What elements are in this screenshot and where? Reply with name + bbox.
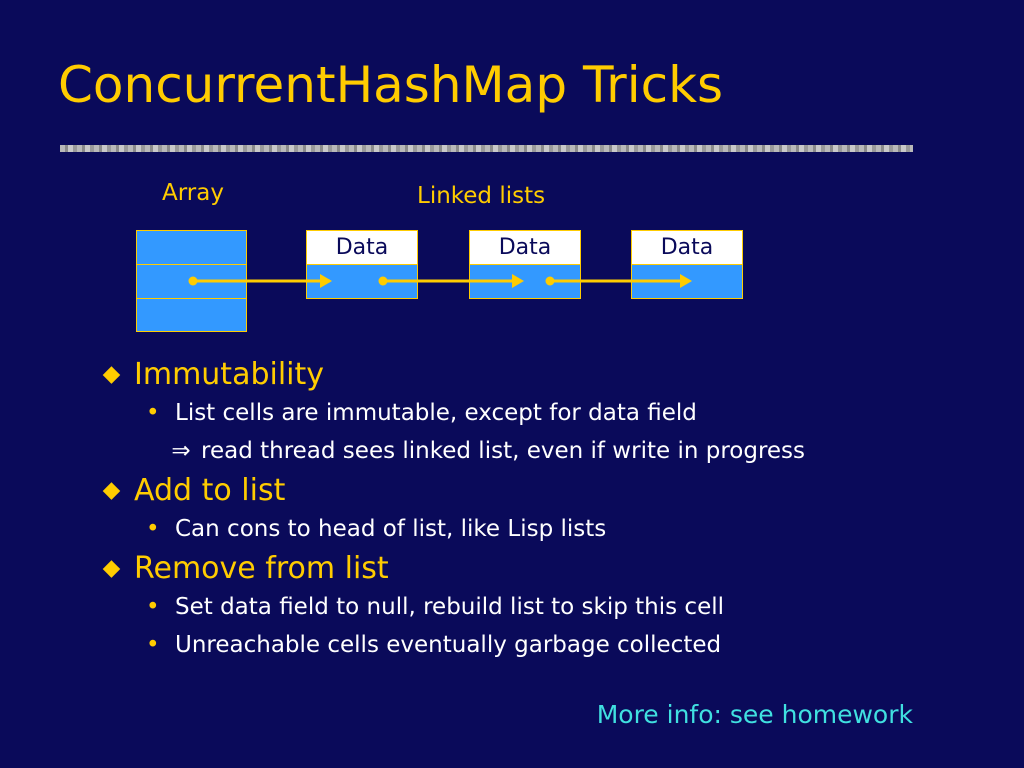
sub-bullet-text: Set data field to null, rebuild list to … — [175, 594, 725, 620]
sub-bullet-text: Unreachable cells eventually garbage col… — [175, 632, 722, 658]
sub-bullet: • List cells are immutable, except for d… — [98, 394, 958, 432]
sub-bullet-text: Can cons to head of list, like Lisp list… — [175, 516, 607, 542]
sub-bullet: • Set data field to null, rebuild list t… — [98, 588, 958, 626]
pointer-dot — [188, 276, 198, 286]
slide-title: ConcurrentHashMap Tricks — [58, 56, 724, 114]
diamond-icon: ◆ — [102, 361, 121, 387]
bullet-immutability: ◆ Immutability — [98, 354, 958, 394]
sub-bullet-text: List cells are immutable, except for dat… — [175, 400, 697, 426]
sub-bullet-text: read thread sees linked list, even if wr… — [201, 438, 806, 464]
sub-bullet: • Unreachable cells eventually garbage c… — [98, 626, 958, 664]
linked-lists-label: Linked lists — [417, 183, 546, 209]
implies-arrow-icon: ⇒ — [171, 438, 191, 464]
bullet-text: Remove from list — [134, 550, 389, 586]
bullet-remove-from-list: ◆ Remove from list — [98, 548, 958, 588]
bullet-add-to-list: ◆ Add to list — [98, 470, 958, 510]
bullet-text: Immutability — [134, 356, 325, 392]
bullet-dot-icon: • — [146, 632, 160, 658]
bullet-text: Add to list — [134, 472, 286, 508]
arrow-head — [512, 274, 524, 288]
bullet-dot-icon: • — [146, 594, 160, 620]
array-cell — [136, 298, 247, 332]
pointer-dot — [378, 276, 388, 286]
sub-bullet: • Can cons to head of list, like Lisp li… — [98, 510, 958, 548]
arrow-head — [680, 274, 692, 288]
implication-line: ⇒ read thread sees linked list, even if … — [98, 432, 958, 470]
bullet-dot-icon: • — [146, 400, 160, 426]
array-cell — [136, 230, 247, 265]
bullet-dot-icon: • — [146, 516, 160, 542]
bullet-list: ◆ Immutability • List cells are immutabl… — [98, 354, 958, 664]
diamond-icon: ◆ — [102, 477, 121, 503]
arrow-head — [320, 274, 332, 288]
pointer-dot — [545, 276, 555, 286]
title-divider — [60, 145, 913, 152]
array-label: Array — [162, 180, 224, 206]
more-info-note: More info: see homework — [596, 700, 913, 729]
diamond-icon: ◆ — [102, 555, 121, 581]
